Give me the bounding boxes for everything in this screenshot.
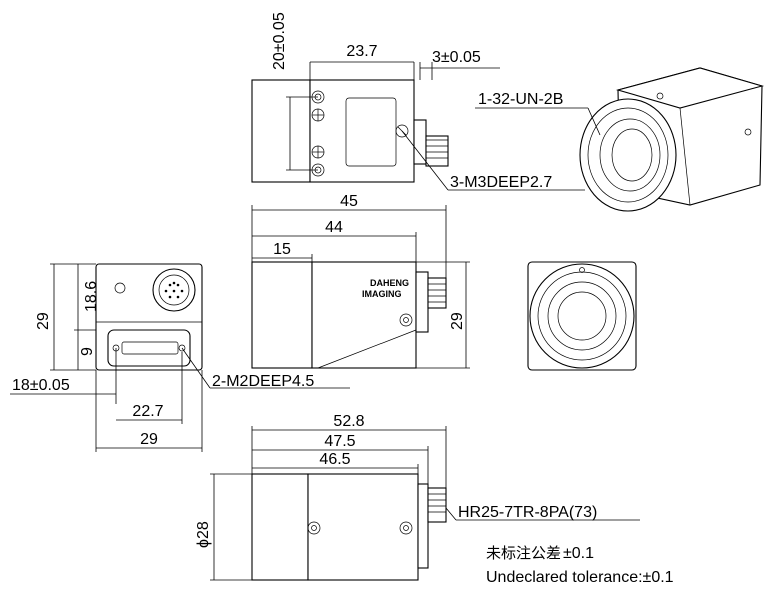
back-lower-label: 9 xyxy=(79,347,96,356)
iso-view: 1-32-UN-2B xyxy=(475,67,765,212)
side-overall-label: 45 xyxy=(340,193,358,210)
top-offset-label: 3±0.05 xyxy=(432,49,481,66)
note-cn: 未标注公差 xyxy=(486,544,561,562)
tolerance-notes: 未标注公差 ±0.1 Undeclared tolerance:±0.1 xyxy=(486,544,674,586)
top-height-label: 20±0.05 xyxy=(271,12,288,70)
note-en: Undeclared tolerance:±0.1 xyxy=(486,569,674,586)
top-holes-label: 3-M3DEEP2.7 xyxy=(450,174,552,191)
back-hole-span-label: 22.7 xyxy=(132,403,163,420)
logo-line2: IMAGING xyxy=(362,289,402,299)
back-offset-label: 18±0.05 xyxy=(12,377,70,394)
top-view: 23.7 3±0.05 20±0.05 3-M3DEEP2.7 xyxy=(251,12,585,191)
back-upper-label: 18.6 xyxy=(83,281,100,312)
back-width-label: 29 xyxy=(140,431,158,448)
top-width-label: 23.7 xyxy=(346,43,377,60)
bottom-view: 52.8 47.5 46.5 ϕ28 HR25-7TR-8PA(73) xyxy=(195,413,640,581)
side-height-label: 29 xyxy=(449,312,466,330)
bottom-housing-label: 46.5 xyxy=(319,451,350,468)
back-holes-label: 2-M2DEEP4.5 xyxy=(212,373,314,390)
thread-label: 1-32-UN-2B xyxy=(478,91,563,108)
side-body-label: 44 xyxy=(325,219,343,236)
bottom-diameter-label: ϕ28 xyxy=(195,521,212,548)
bottom-overall-label: 52.8 xyxy=(333,413,364,430)
side-front-label: 15 xyxy=(273,241,291,258)
bottom-body-label: 47.5 xyxy=(324,433,355,450)
back-view: 29 18.6 9 18±0.05 2-M2DEEP4.5 22.7 29 xyxy=(10,263,350,452)
note-cn-value: ±0.1 xyxy=(563,545,594,562)
logo-line1: DAHENG xyxy=(370,278,409,288)
connector-label: HR25-7TR-8PA(73) xyxy=(458,504,597,521)
back-height-label: 29 xyxy=(35,312,52,330)
front-view xyxy=(527,261,637,371)
side-view: DAHENG IMAGING 45 44 15 29 xyxy=(251,193,470,369)
